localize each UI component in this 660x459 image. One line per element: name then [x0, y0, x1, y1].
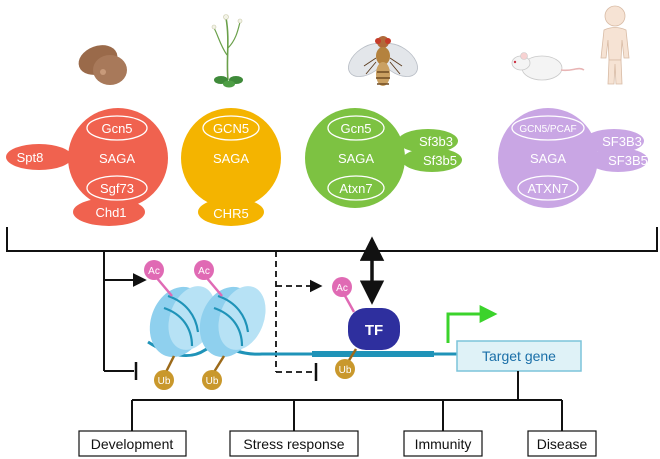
tf-label: TF — [365, 322, 383, 339]
sf3b3-label-mammal: SF3B3 — [602, 134, 642, 149]
ac-label: Ac — [198, 266, 210, 277]
saga-complex-fly: Sf3b3 Sf3b5 Gcn5 SAGA Atxn7 — [305, 108, 462, 208]
outcome-tree — [131, 371, 563, 431]
saga-label-plant: SAGA — [213, 151, 249, 166]
spt8-module — [6, 144, 72, 170]
outcome-disease: Disease — [527, 430, 597, 457]
gcn5-label-plant: GCN5 — [213, 121, 249, 136]
sf3b5-label-mammal: SF3B5 — [608, 153, 648, 168]
promoter-region — [312, 351, 434, 357]
saga-label-mammal: SAGA — [530, 151, 566, 166]
outcome-development: Development — [78, 430, 187, 457]
sf3b3-module-mammal — [584, 129, 644, 153]
chd1-label: Chd1 — [95, 205, 126, 220]
yeast-image — [78, 45, 127, 85]
spt8-label: Spt8 — [17, 150, 44, 165]
ub-label: Ub — [206, 376, 219, 387]
outcome-label: Development — [91, 436, 174, 452]
human-image — [600, 5, 630, 85]
ub-label: Ub — [339, 365, 352, 376]
outcome-label: Disease — [537, 436, 588, 452]
gcn5-pcaf-label: GCN5/PCAF — [519, 124, 576, 135]
sf3b3-module-fly — [398, 129, 458, 153]
saga-circle-mammal — [498, 108, 598, 208]
outcome-label: Stress response — [243, 436, 344, 452]
saga-label-yeast: SAGA — [99, 151, 135, 166]
outcome-label: Immunity — [415, 436, 472, 452]
gcn5-label-fly: Gcn5 — [340, 121, 371, 136]
nucleosome-1 — [149, 286, 216, 358]
saga-complex-mammal: SF3B3 SF3B5 GCN5/PCAF SAGA ATXN7 — [498, 108, 648, 208]
ac-label: Ac — [336, 283, 348, 294]
transcription-start-arrow — [446, 305, 498, 343]
atxn7-label-mammal: ATXN7 — [528, 181, 569, 196]
transcription-factor: Ac TF Ub — [332, 277, 400, 379]
mouse-image — [511, 52, 585, 81]
acetylation-mark-2: Ac — [194, 260, 223, 297]
tf-body — [348, 308, 400, 350]
ub-label: Ub — [158, 376, 171, 387]
sf3b5-module-mammal — [588, 148, 648, 172]
target-gene-box — [456, 340, 582, 372]
sf3b5-label-fly: Sf3b5 — [423, 153, 457, 168]
acetylation-mark-1: Ac — [144, 260, 173, 297]
gcn5-label-yeast: Gcn5 — [101, 121, 132, 136]
tf-ac-mark — [332, 277, 352, 297]
outcome-immunity: Immunity — [403, 430, 483, 457]
sf3b5-module-fly — [402, 148, 462, 172]
saga-label-fly: SAGA — [338, 151, 374, 166]
sgf73-label: Sgf73 — [100, 181, 134, 196]
complex-bracket — [6, 227, 658, 252]
atxn7-label-fly: Atxn7 — [339, 181, 372, 196]
nucleosome-2 — [199, 286, 266, 358]
saga-complex-plant: CHR5 GCN5 SAGA — [181, 108, 281, 226]
ubiquitination-mark-2: Ub — [202, 355, 226, 390]
sf3b3-label-fly: Sf3b3 — [419, 134, 453, 149]
chr5-label: CHR5 — [213, 206, 248, 221]
target-gene-label: Target gene — [482, 348, 556, 364]
outcome-stress-response: Stress response — [229, 430, 359, 457]
ac-label: Ac — [148, 266, 160, 277]
ubiquitination-mark-1: Ub — [154, 355, 176, 390]
direct-regulation-arrows — [103, 251, 147, 380]
saga-complex-yeast: Spt8 Chd1 Gcn5 SAGA Sgf73 — [6, 108, 168, 226]
indirect-regulation-arrows — [275, 251, 323, 381]
plant-image — [211, 14, 243, 88]
fly-image — [348, 36, 418, 86]
saga-circle-yeast — [68, 108, 168, 208]
tf-ub-mark — [335, 359, 355, 379]
